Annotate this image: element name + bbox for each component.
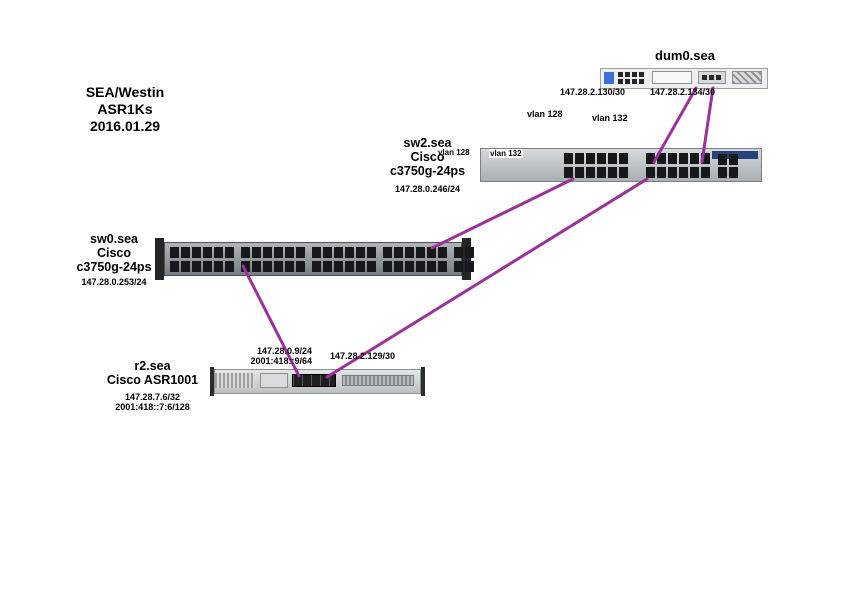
sw0-port-row <box>241 246 305 258</box>
dum0-ip-right-label: 147.28.2.134/30 <box>650 87 716 97</box>
sw0-port-row <box>170 260 234 272</box>
vlan132-label: vlan 132 <box>592 113 628 123</box>
sw2-port-row <box>646 153 710 164</box>
dum0-port-bank <box>618 72 646 84</box>
r2-expansion-slot <box>342 375 414 386</box>
device-sw0-switch <box>155 238 474 280</box>
device-r2-router <box>210 367 425 396</box>
sw0-port-row <box>312 260 376 272</box>
r2-vent-grille <box>215 373 255 388</box>
sw0-name-block: sw0.sea Cisco c3750g-24ps <box>66 232 162 274</box>
r2-if-a-ipv6-label: 2001:418::9/64 <box>250 356 312 366</box>
r2-left-bracket <box>210 367 214 396</box>
sw0-port-group-3 <box>312 246 376 272</box>
sw0-port-row <box>383 260 447 272</box>
sw0-model-label: c3750g-24ps <box>76 260 152 274</box>
r2-port-bank <box>292 374 336 387</box>
sw0-name-label: sw0.sea <box>90 232 138 246</box>
sw2-name-block: sw2.sea Cisco c3750g-24ps <box>380 136 475 178</box>
r2-right-bracket <box>421 367 425 396</box>
device-dum0-server <box>600 68 768 89</box>
sw0-ip-label: 147.28.0.253/24 <box>81 277 147 287</box>
r2-model-label: Cisco ASR1001 <box>106 373 199 387</box>
r2-name-label: r2.sea <box>134 359 171 373</box>
r2-name-block: r2.sea Cisco ASR1001 <box>100 359 205 387</box>
sw2-port-row <box>564 167 628 178</box>
sw2-name-label: sw2.sea <box>403 136 452 150</box>
diagram-title-line2: ASR1Ks <box>97 101 153 117</box>
sw0-vendor-label: Cisco <box>96 246 132 260</box>
r2-ipv4-label: 147.28.7.6/32 <box>124 392 181 402</box>
sw0-left-bracket <box>155 238 164 280</box>
dum0-module-ports <box>702 75 722 80</box>
sw2-port-group-1 <box>564 153 628 178</box>
sw0-port-row <box>383 246 447 258</box>
sw0-port-group-4 <box>383 246 447 272</box>
r2-interface-a-labels: 147.28.0.9/24 2001:418::9/64 <box>228 346 312 366</box>
dum0-ip-left-label: 147.28.2.130/30 <box>560 87 626 97</box>
r2-ipv6-label: 2001:418::7:6/128 <box>115 402 190 412</box>
sw2-port-row <box>564 153 628 164</box>
sw2-port-group-2 <box>646 153 710 178</box>
sw2-port-row <box>646 167 710 178</box>
diagram-title-line1: SEA/Westin <box>85 84 165 100</box>
sw2-sfp-row <box>718 167 738 178</box>
sw2-sfp-row <box>718 154 738 165</box>
sw2-vendor-label: Cisco <box>410 150 445 164</box>
sw0-sfp-row <box>454 260 474 272</box>
r2-loopback-labels: 147.28.7.6/32 2001:418::7:6/128 <box>95 392 210 412</box>
dum0-port-row <box>618 72 646 77</box>
sw0-sfp-ports <box>454 246 474 272</box>
sw0-port-row <box>170 246 234 258</box>
sw0-port-row <box>241 260 305 272</box>
sw2-sfp-ports <box>718 154 738 178</box>
dum0-port-row <box>618 79 646 84</box>
dum0-name-label: dum0.sea <box>655 48 715 63</box>
sw2-ip-label: 147.28.0.246/24 <box>394 184 461 194</box>
r2-if-b-ip-label: 147.28.2.129/30 <box>330 351 396 361</box>
diagram-title-line3: 2016.01.29 <box>89 118 161 134</box>
sw0-port-row <box>312 246 376 258</box>
sw2-model-label: c3750g-24ps <box>389 164 466 178</box>
r2-module-bay <box>260 373 288 388</box>
dum0-blue-label <box>604 72 614 84</box>
dum0-module-bay <box>652 71 692 84</box>
sw0-port-group-1 <box>170 246 234 272</box>
dum0-module <box>698 71 726 84</box>
vlan128-label: vlan 128 <box>527 109 563 119</box>
sw0-chassis <box>164 242 474 276</box>
sw2-vlan128-label: vlan 128 <box>438 148 470 157</box>
sw0-port-group-2 <box>241 246 305 272</box>
r2-if-a-ipv4-label: 147.28.0.9/24 <box>256 346 312 356</box>
diagram-title: SEA/Westin ASR1Ks 2016.01.29 <box>60 84 190 135</box>
sw2-vlan132-label: vlan 132 <box>489 149 523 158</box>
sw0-sfp-row <box>454 246 474 258</box>
dum0-blank-module <box>732 71 762 84</box>
